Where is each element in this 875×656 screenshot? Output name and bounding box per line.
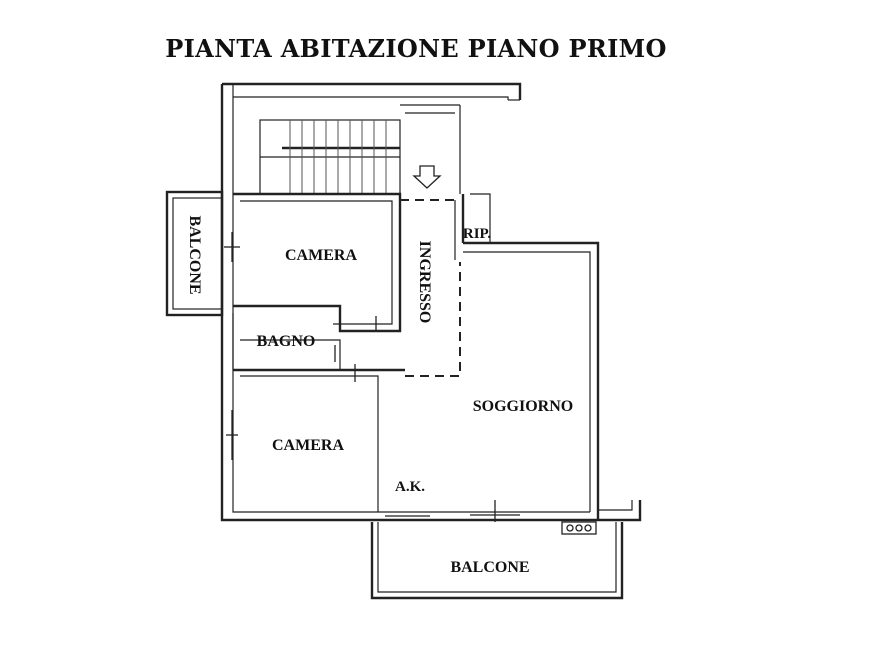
room-label-camera-bottom: CAMERA [272,437,344,454]
entry-arrow-icon [412,165,442,189]
room-label-ingresso: INGRESSO [416,241,433,324]
room-label-soggiorno: SOGGIORNO [473,398,573,415]
room-label-balcone-bottom: BALCONE [450,559,529,576]
plan-title: PIANTA ABITAZIONE PIANO PRIMO [165,34,667,63]
dashed-partitions [400,199,461,377]
room-label-angolo-cottura: A.K. [395,479,425,495]
openings [224,232,520,522]
side-balcony [165,190,224,317]
stove-icon [561,521,597,535]
bottom-balcony [370,522,624,600]
room-label-balcone-side: BALCONE [186,215,203,294]
interior-walls [232,192,491,512]
room-label-camera-top: CAMERA [285,247,357,264]
room-label-ripostiglio: RIP. [463,226,491,242]
room-label-bagno: BAGNO [257,333,316,350]
staircase [259,104,461,195]
